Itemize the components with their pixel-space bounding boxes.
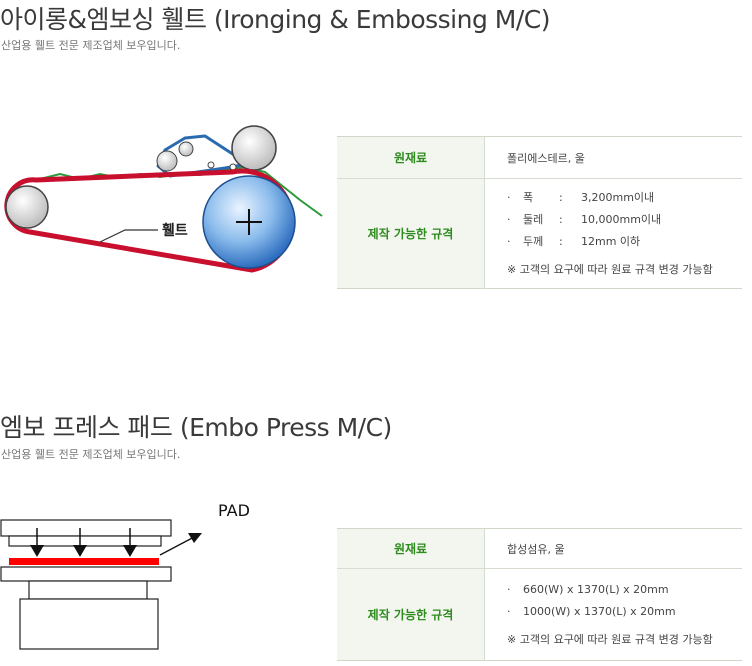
spec-item: ·둘레:10,000mm이내	[507, 212, 662, 226]
press-arrow	[30, 545, 44, 557]
idler-roller	[207, 161, 215, 169]
pad-pointer-arrow	[188, 533, 202, 543]
material-value: 합성섬유, 울	[484, 528, 742, 569]
ironing-belt-diagram: 휄트	[4, 125, 323, 273]
material-value: 폴리에스테르, 울	[484, 136, 742, 179]
material-label: 원재료	[337, 136, 485, 179]
spec-table: 원재료 폴리에스테르, 울 제작 가능한 규격 ·폭:3,200mm이내 ·둘레…	[337, 136, 742, 289]
press-pad	[9, 558, 159, 565]
spec-item: ·두께:12mm 이하	[507, 234, 641, 248]
spec-item: ·1000(W) x 1370(L) x 20mm	[507, 604, 676, 618]
left-roller	[5, 185, 49, 229]
top-roller	[231, 125, 277, 171]
spec-table: 원재료 합성섬유, 울 제작 가능한 규격 ·660(W) x 1370(L) …	[337, 528, 742, 661]
pad-label: PAD	[218, 501, 250, 520]
label-leader	[99, 229, 158, 243]
section-subtitle: 산업용 휄트 전문 제조업체 보우입니다.	[1, 39, 181, 52]
spec-note: ※ 고객의 요구에 따라 원료 규격 변경 가능함	[507, 262, 713, 276]
press-base	[19, 598, 159, 650]
small-roller	[156, 150, 178, 172]
size-label: 제작 가능한 규격	[337, 178, 485, 289]
felt-label: 휄트	[162, 222, 188, 239]
spec-item: ·폭:3,200mm이내	[507, 190, 655, 204]
press-arrow	[73, 545, 87, 557]
size-spec-list: ·660(W) x 1370(L) x 20mm ·1000(W) x 1370…	[485, 569, 743, 661]
upper-plate	[0, 519, 172, 537]
material-label: 원재료	[337, 528, 485, 569]
press-arrow	[123, 545, 137, 557]
lower-support	[28, 580, 148, 600]
section-subtitle: 산업용 휄트 전문 제조업체 보우입니다.	[1, 448, 181, 461]
size-spec-list: ·폭:3,200mm이내 ·둘레:10,000mm이내 ·두께:12mm 이하 …	[485, 179, 743, 289]
small-roller	[178, 141, 194, 157]
section-title: 아이롱&엠보싱 휄트 (Ironging & Embossing M/C)	[0, 5, 550, 34]
spec-note: ※ 고객의 요구에 따라 원료 규격 변경 가능함	[507, 632, 713, 646]
lower-plate	[0, 566, 172, 582]
embo-press-diagram: PAD	[0, 501, 250, 650]
spec-item: ·660(W) x 1370(L) x 20mm	[507, 582, 669, 596]
section-title: 엠보 프레스 패드 (Embo Press M/C)	[0, 413, 392, 442]
upper-die	[8, 535, 162, 547]
size-label: 제작 가능한 규격	[337, 568, 485, 661]
